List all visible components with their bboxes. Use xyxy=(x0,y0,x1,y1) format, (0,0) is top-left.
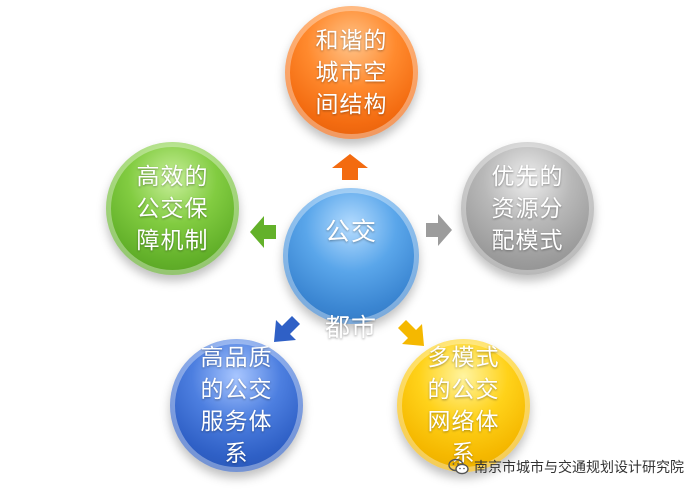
arrow-left-icon xyxy=(250,216,276,248)
node-label: 高品质 的公交 服务体 系 xyxy=(200,344,273,467)
arrow-right-icon xyxy=(426,214,452,246)
wechat-icon xyxy=(448,458,469,475)
node-resource-allocation-mode: 优先的 资源分 配模式 xyxy=(461,142,594,275)
node-label: 高效的 公交保 障机制 xyxy=(136,163,209,254)
node-transit-service-system: 高品质 的公交 服务体 系 xyxy=(170,339,303,472)
node-transit-metropolis: 公交 都市 xyxy=(283,188,419,342)
node-label: 优先的 资源分 配模式 xyxy=(491,163,564,254)
node-transit-guarantee-mechanism: 高效的 公交保 障机制 xyxy=(106,142,239,275)
arrow-up-icon xyxy=(332,154,368,180)
node-urban-spatial-structure: 和谐的 城市空 间结构 xyxy=(285,6,418,139)
center-line-1: 公交 xyxy=(324,217,377,246)
watermark: 南京市城市与交通规划设计研究院 xyxy=(448,457,684,477)
node-label: 和谐的 城市空 间结构 xyxy=(315,27,388,118)
arrow-down-left-icon xyxy=(274,316,300,342)
arrow-down-right-icon xyxy=(398,320,424,346)
node-transit-network-system: 多模式 的公交 网络体 系 xyxy=(397,339,530,472)
node-label: 多模式 的公交 网络体 系 xyxy=(427,344,500,467)
watermark-text: 南京市城市与交通规划设计研究院 xyxy=(474,460,684,476)
node-label: 公交 都市 xyxy=(325,160,377,352)
center-line-2: 都市 xyxy=(324,313,377,342)
